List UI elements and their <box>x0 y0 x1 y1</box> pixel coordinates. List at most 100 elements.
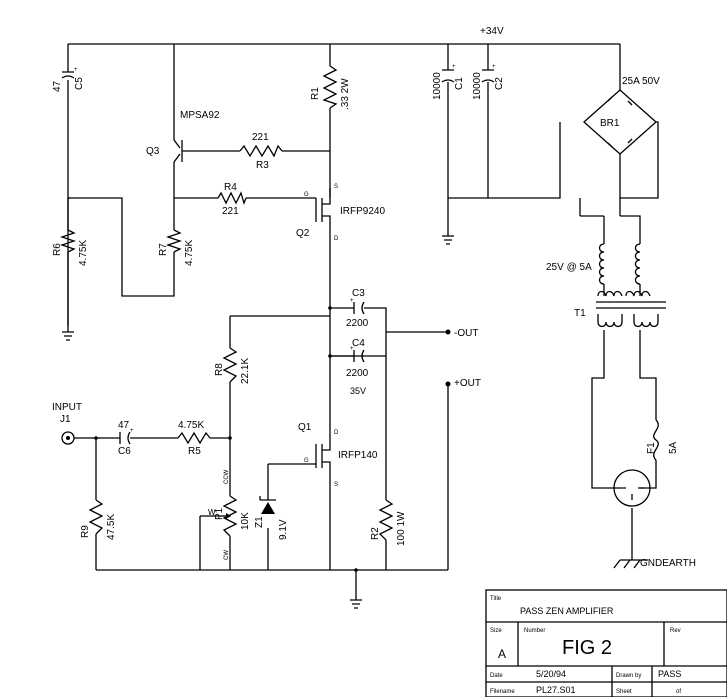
transformer-t1: 25V @ 5A T1 <box>546 243 666 340</box>
r4-ref: R4 <box>224 182 237 193</box>
q2-pin-d: D <box>334 236 339 242</box>
rev-label: Rev <box>670 628 681 634</box>
drawing-title: PASS ZEN AMPLIFIER <box>520 606 614 616</box>
c2-plus: + <box>492 64 496 70</box>
q2-value: IRFP9240 <box>340 206 385 217</box>
r4-value: 221 <box>222 206 239 217</box>
c4-rating: 35V <box>350 386 366 396</box>
c6-value: 47 <box>118 420 130 431</box>
c5-ref: C5 <box>74 77 85 90</box>
resistor-r8: R8 22.1K <box>214 347 251 384</box>
title-label: Title <box>490 596 502 602</box>
size-label: Size <box>490 628 502 634</box>
r1-ref: R1 <box>310 87 321 100</box>
of-label: of <box>676 689 681 695</box>
c1-plus: + <box>452 64 456 70</box>
q1-value: IRFP140 <box>338 450 378 461</box>
p1-value: 10K <box>240 512 251 530</box>
c2-ref: C2 <box>494 77 505 90</box>
r9-ref: R9 <box>80 525 91 538</box>
c6-plus: + <box>130 428 134 434</box>
p1-ref: P1 <box>214 507 225 520</box>
transistor-q2: S G D IRFP9240 Q2 <box>296 184 385 242</box>
c4-ref: C4 <box>352 338 365 349</box>
capacitor-c3: + C3 2200 <box>346 288 369 329</box>
pos-out-label: +OUT <box>454 378 481 389</box>
bridge-rectifier-br1: BR1 25A 50V <box>583 76 660 198</box>
p1-ccw: CCW <box>224 469 230 484</box>
potentiometer-p1: W CCW CW P1 10K <box>208 469 251 560</box>
f1-ref: F1 <box>646 442 657 454</box>
capacitor-c6: + 47 C6 <box>118 420 134 457</box>
r7-value: 4.75K <box>184 240 195 266</box>
z1-value: 9.1V <box>278 519 289 540</box>
t1-rating: 25V @ 5A <box>546 262 592 273</box>
q1-pin-s: S <box>334 482 338 488</box>
r5-ref: R5 <box>188 446 201 457</box>
r3-value: 221 <box>252 132 269 143</box>
c1-value: 10000 <box>432 72 443 100</box>
capacitor-c1: + 10000 C1 <box>432 64 465 100</box>
input-label: INPUT <box>52 402 82 413</box>
neg-out-label: -OUT <box>454 328 478 339</box>
p1-wiper: W <box>208 508 216 517</box>
gnd-earth-label: GNDEARTH <box>640 558 696 569</box>
ground-symbols <box>62 232 648 609</box>
capacitor-c2: + 10000 C2 <box>472 64 505 100</box>
r6-ref: R6 <box>52 243 63 256</box>
c1-ref: C1 <box>454 77 465 90</box>
c4-value: 2200 <box>346 368 369 379</box>
p1-cw: CW <box>224 550 230 560</box>
title-block: Title PASS ZEN AMPLIFIER Size A Number F… <box>485 589 727 697</box>
r8-value: 22.1K <box>240 358 251 384</box>
c4-plus: + <box>350 346 354 352</box>
r2-ref: R2 <box>370 527 381 540</box>
c6-ref: C6 <box>118 446 131 457</box>
r8-ref: R8 <box>214 363 225 376</box>
size-value: A <box>498 647 506 661</box>
r9-value: 47.5K <box>106 514 117 540</box>
br1-ref: BR1 <box>600 118 620 129</box>
zener-z1: Z1 9.1V <box>254 496 289 540</box>
date-label: Date <box>490 673 503 679</box>
t1-ref: T1 <box>574 308 586 319</box>
z1-ref: Z1 <box>254 516 265 528</box>
wires <box>67 43 659 596</box>
c5-value: 47 <box>52 80 63 92</box>
q2-pin-s: S <box>334 184 338 190</box>
q2-ref: Q2 <box>296 228 310 239</box>
resistor-r7: R7 4.75K <box>158 229 195 266</box>
transistor-q1: D G S IRFP140 Q1 <box>298 422 378 488</box>
c3-value: 2200 <box>346 318 369 329</box>
resistor-r1: R1 .33 2W <box>310 65 351 110</box>
drawing-number: FIG 2 <box>562 637 612 659</box>
r6-value: 4.75K <box>78 240 89 266</box>
ac-inlet <box>613 469 651 507</box>
c3-ref: C3 <box>352 288 365 299</box>
capacitor-c5: + 47 C5 <box>52 67 85 92</box>
br1-value: 25A 50V <box>622 76 660 87</box>
q1-ref: Q1 <box>298 422 312 433</box>
r2-value: 100 1W <box>396 511 407 546</box>
q2-pin-g: G <box>304 192 309 198</box>
number-label: Number <box>524 628 545 634</box>
q1-pin-g: G <box>304 458 309 464</box>
resistor-r5: 4.75K R5 <box>177 420 211 457</box>
r3-ref: R3 <box>256 160 269 171</box>
junctions <box>94 306 358 572</box>
fuse-f1: F1 5A <box>646 419 679 461</box>
resistor-r4: R4 221 <box>217 182 247 217</box>
sheet-label: Sheet <box>616 689 632 695</box>
c3-plus: + <box>350 298 354 304</box>
c5-plus: + <box>74 67 78 73</box>
r5-value: 4.75K <box>178 420 204 431</box>
q1-pin-d: D <box>334 430 339 436</box>
r1-value: .33 2W <box>340 78 351 110</box>
c2-value: 10000 <box>472 72 483 100</box>
q3-ref: Q3 <box>146 146 160 157</box>
resistor-r2: R2 100 1W <box>370 499 407 546</box>
drawn-by-label: Drawn by <box>616 673 641 679</box>
q3-value: MPSA92 <box>180 110 220 121</box>
resistor-r9: R9 47.5K <box>80 499 117 540</box>
